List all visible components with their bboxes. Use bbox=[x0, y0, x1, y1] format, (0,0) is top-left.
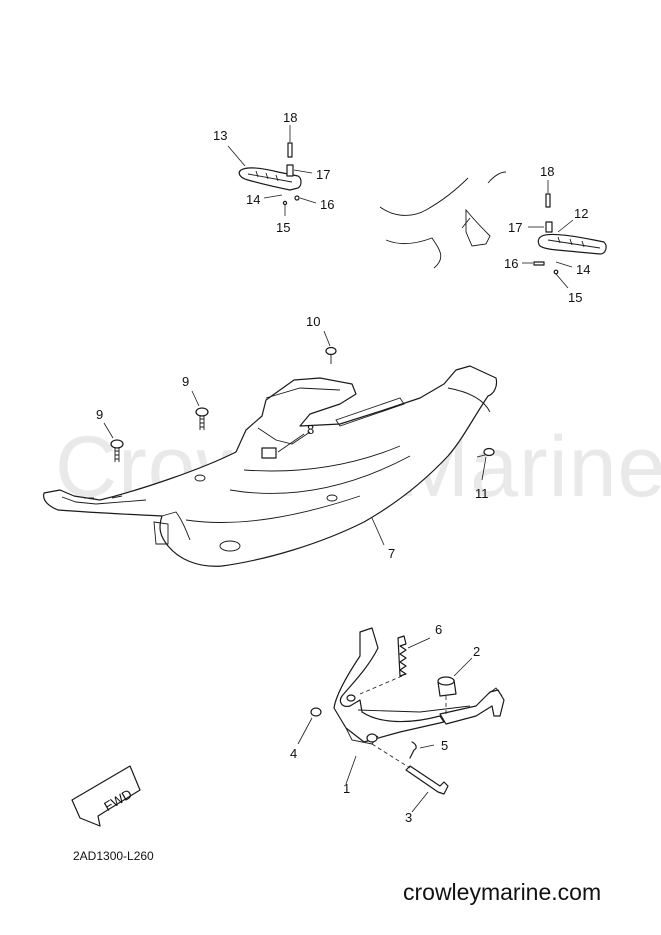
callout-7: 7 bbox=[388, 546, 395, 561]
callout-14: 14 bbox=[246, 192, 260, 207]
cotter-pin-5[interactable] bbox=[409, 741, 417, 759]
washer-16b[interactable] bbox=[533, 261, 545, 266]
screw-9-lower[interactable] bbox=[103, 422, 124, 462]
callout-13: 13 bbox=[213, 128, 227, 143]
bolt-18a[interactable] bbox=[287, 142, 293, 158]
screw-11[interactable] bbox=[476, 447, 495, 481]
callout-labels: 18 13 17 14 16 15 18 12 17 16 14 15 10 9… bbox=[96, 110, 590, 825]
stand-bracket-1[interactable] bbox=[333, 627, 445, 743]
washer-4[interactable] bbox=[310, 707, 322, 717]
frame-sketch bbox=[379, 177, 469, 216]
callout-3: 3 bbox=[405, 810, 412, 825]
forward-arrow-icon: FWD bbox=[71, 765, 141, 827]
stand-arm[interactable] bbox=[439, 689, 505, 725]
callout-10: 10 bbox=[306, 314, 320, 329]
callout-17: 17 bbox=[316, 167, 330, 182]
callout-18: 18 bbox=[283, 110, 297, 125]
side-stand-assembly bbox=[297, 627, 505, 813]
bolt-18b[interactable] bbox=[545, 193, 551, 208]
callout-6: 6 bbox=[435, 622, 442, 637]
callout-2: 2 bbox=[473, 644, 480, 659]
callout-12: 12 bbox=[574, 206, 588, 221]
washer-16a[interactable] bbox=[294, 195, 300, 201]
callout-1: 1 bbox=[343, 781, 350, 796]
screw-9-upper[interactable] bbox=[191, 390, 209, 430]
callout-16: 16 bbox=[320, 197, 334, 212]
cover-7[interactable] bbox=[43, 365, 498, 567]
site-url[interactable]: crowleymarine.com bbox=[403, 879, 602, 905]
right-footrest-assembly bbox=[379, 171, 607, 289]
callout-18: 18 bbox=[540, 164, 554, 179]
callout-9: 9 bbox=[182, 374, 189, 389]
clip-15b[interactable] bbox=[553, 269, 559, 275]
drawing-code: 2AD1300-L260 bbox=[73, 849, 154, 863]
callout-14: 14 bbox=[576, 262, 590, 277]
pivot-bolt-3[interactable] bbox=[405, 765, 449, 795]
screw-10[interactable] bbox=[323, 330, 337, 364]
spring-6[interactable] bbox=[397, 635, 407, 677]
callout-11: 11 bbox=[475, 486, 489, 501]
callout-8: 8 bbox=[307, 422, 314, 437]
callout-17: 17 bbox=[508, 220, 522, 235]
callout-16: 16 bbox=[504, 256, 518, 271]
nut-8[interactable] bbox=[261, 447, 277, 459]
left-footrest-assembly bbox=[227, 125, 317, 216]
pin-17b[interactable] bbox=[545, 221, 553, 233]
clip-15a[interactable] bbox=[282, 200, 288, 206]
callout-15: 15 bbox=[276, 220, 290, 235]
callout-4: 4 bbox=[290, 746, 297, 761]
pin-17a[interactable] bbox=[286, 164, 294, 177]
footrest-13[interactable] bbox=[238, 167, 302, 191]
callout-9: 9 bbox=[96, 407, 103, 422]
body-cover-assembly bbox=[43, 365, 498, 567]
callout-15: 15 bbox=[568, 290, 582, 305]
callout-5: 5 bbox=[441, 738, 448, 753]
